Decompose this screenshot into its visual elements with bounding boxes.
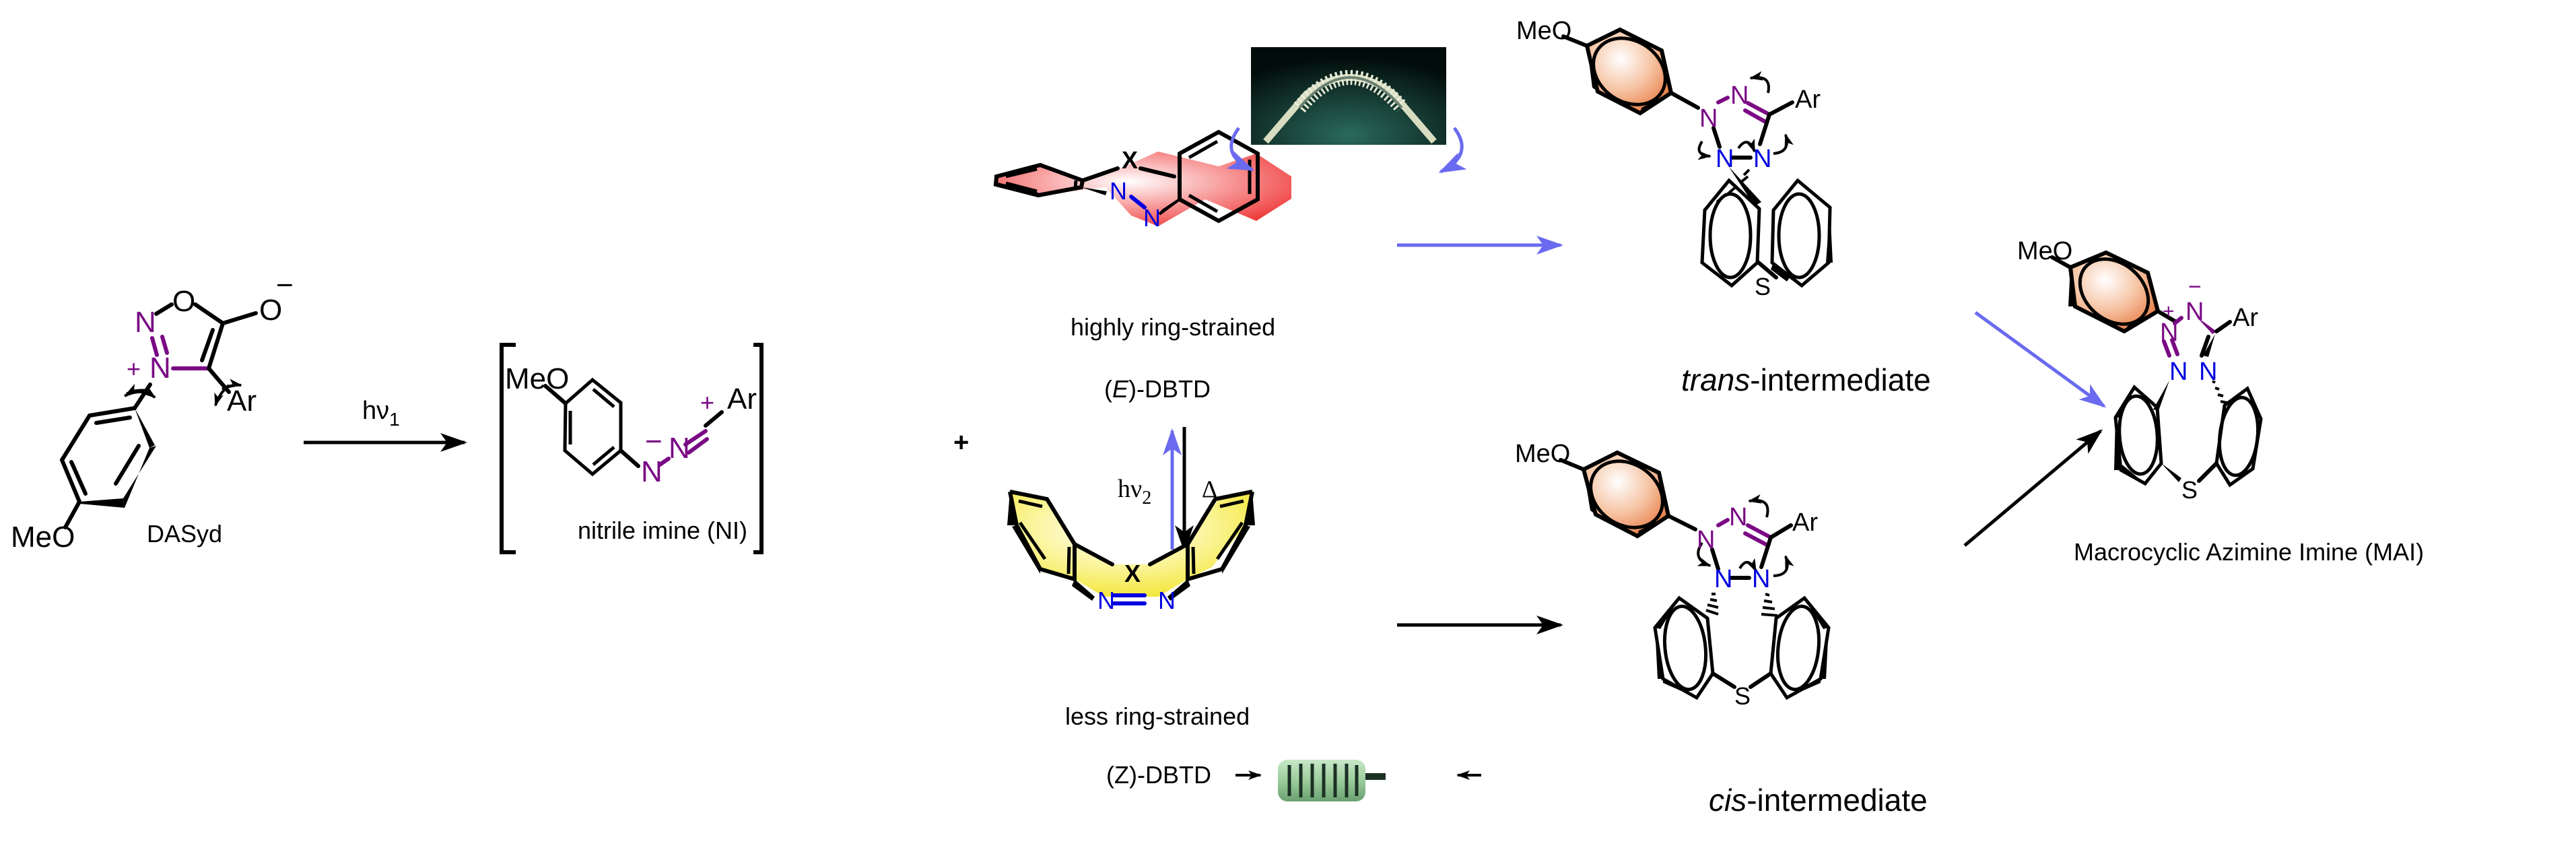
e-dbtd-strain-label: highly ring-strained bbox=[1071, 313, 1275, 341]
nitrogen-1: N bbox=[135, 306, 156, 339]
azo-nitrogen-2: N bbox=[1143, 204, 1161, 232]
nitrogen-3: N bbox=[1716, 145, 1734, 173]
nitrogen-4: N bbox=[1753, 145, 1771, 173]
nitrogen-1: N bbox=[1699, 104, 1718, 133]
cationic-nitrogen: N bbox=[2160, 319, 2178, 347]
sulfur: S bbox=[2181, 476, 2198, 504]
aryl-group: Ar bbox=[1792, 508, 1818, 537]
z-dbtd-molecule: X N N less ring-strained (Z)-DBTD bbox=[1007, 490, 1481, 789]
nitrogen-2: N bbox=[1730, 81, 1749, 110]
isomerization-arrows: hν2 Δ bbox=[1118, 427, 1217, 552]
nitrile-imine: MeO N − N + Ar nitrile imine (NI) bbox=[500, 343, 764, 554]
sulfur: S bbox=[1734, 682, 1751, 710]
anionic-nitrogen: N bbox=[2185, 298, 2204, 326]
azo-nitrogen-1: N bbox=[1110, 177, 1127, 205]
positive-charge: + bbox=[700, 389, 714, 416]
e-dbtd-name: (E)-DBTD bbox=[1104, 375, 1211, 403]
cis-intermediate-label: cis-intermediate bbox=[1709, 783, 1928, 818]
compressed-spring-image bbox=[1278, 760, 1386, 801]
dasyd-molecule: O O − N N + Ar MeO DASyd bbox=[11, 269, 294, 554]
mai-label: Macrocyclic Azimine Imine (MAI) bbox=[2074, 538, 2424, 566]
methoxy-group: MeO bbox=[11, 521, 75, 554]
bend-arrow-right bbox=[1438, 127, 1467, 174]
negative-charge: − bbox=[645, 425, 663, 458]
mai-molecule: MeO N + N − N N Ar S Macrocyclic Azimine… bbox=[2017, 237, 2424, 566]
nitrogen-2: N bbox=[149, 352, 171, 385]
azo-nitrogen-2: N bbox=[1158, 587, 1176, 614]
negative-charge: − bbox=[2188, 274, 2202, 300]
trans-intermediate: MeO N N N N Ar S trans-intermediate bbox=[1516, 17, 1931, 397]
left-bracket bbox=[500, 343, 516, 554]
plus-sign: + bbox=[953, 428, 969, 457]
nitrogen-2: N bbox=[1729, 503, 1747, 531]
aryl-group: Ar bbox=[2233, 304, 2258, 332]
nitrogen-1: N bbox=[1697, 526, 1715, 554]
aryl-group: Ar bbox=[1795, 86, 1821, 114]
methoxy-group: MeO bbox=[505, 362, 569, 395]
azo-nitrogen-1: N bbox=[1097, 587, 1115, 614]
exo-oxygen: O bbox=[259, 294, 282, 327]
trans-intermediate-label: trans-intermediate bbox=[1681, 362, 1931, 397]
z-dbtd-name: (Z)-DBTD bbox=[1106, 761, 1211, 789]
hv2-label: hν2 bbox=[1118, 475, 1151, 508]
imine-nitrogen-1: N bbox=[2169, 358, 2188, 386]
right-bracket bbox=[753, 343, 764, 554]
aryl-group: Ar bbox=[727, 383, 757, 416]
aryl-group: Ar bbox=[227, 385, 257, 418]
negative-charge: − bbox=[276, 269, 294, 302]
z-dbtd-strain-label: less ring-strained bbox=[1065, 702, 1250, 730]
nitrogen: N bbox=[669, 432, 690, 465]
nitrogen-3: N bbox=[1714, 565, 1732, 593]
methoxy-group: MeO bbox=[2017, 237, 2072, 265]
dasyd-label: DASyd bbox=[147, 520, 222, 548]
hv1-label: hν1 bbox=[362, 397, 400, 430]
bridge-atom-x: X bbox=[1122, 146, 1138, 174]
positive-charge: + bbox=[2163, 300, 2175, 323]
methoxy-group: MeO bbox=[1515, 440, 1570, 468]
ring-oxygen: O bbox=[172, 285, 195, 318]
methoxy-group: MeO bbox=[1516, 17, 1571, 45]
nitrogen-4: N bbox=[1752, 565, 1770, 593]
cis-to-mai-arrow bbox=[1963, 429, 2103, 547]
anionic-nitrogen: N bbox=[641, 455, 663, 488]
e-dbtd-molecule: X N N highly ring-strained (E)-DBTD bbox=[993, 129, 1291, 403]
bent-spring-image bbox=[1226, 47, 1467, 174]
bridge-atom-x: X bbox=[1124, 560, 1141, 587]
sulfur: S bbox=[1755, 273, 1771, 300]
bend-arrow-left bbox=[1226, 127, 1255, 172]
nitrile-imine-label: nitrile imine (NI) bbox=[578, 517, 747, 544]
heat-label: Δ bbox=[1202, 475, 1217, 502]
trans-to-mai-arrow bbox=[1974, 310, 2107, 408]
photolysis-arrow-1: hν1 bbox=[304, 397, 467, 452]
positive-charge: + bbox=[127, 355, 141, 383]
imine-nitrogen-2: N bbox=[2199, 358, 2217, 386]
cis-intermediate: MeO N N N N Ar S cis-intermediate bbox=[1515, 440, 1928, 818]
